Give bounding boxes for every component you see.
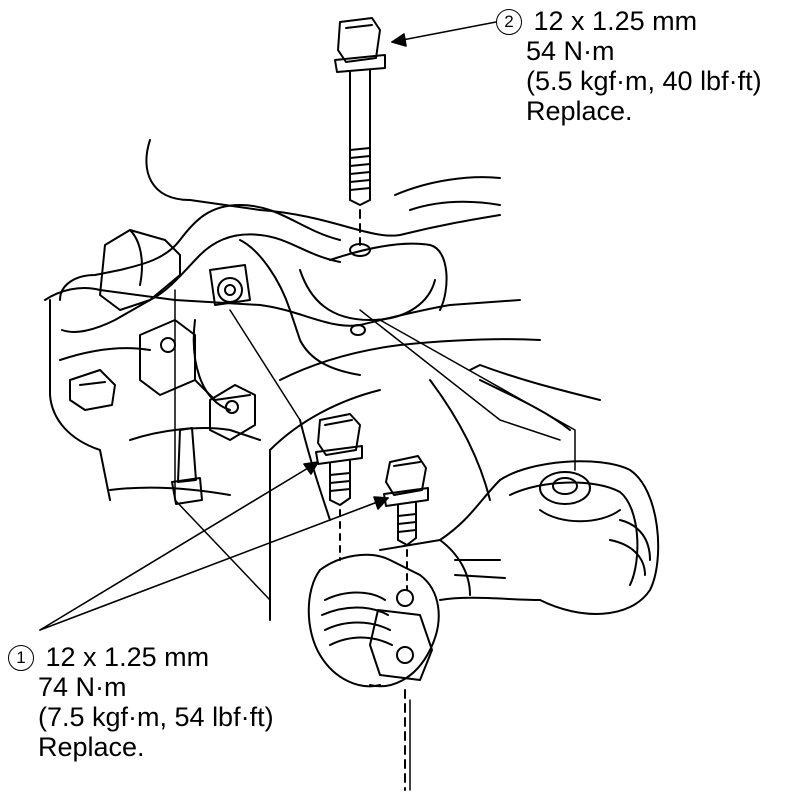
stabilizer-bar [59,204,341,333]
callout-number-2: 2 [496,9,522,35]
bolt-1-torque-alt: (7.5 kgf·m, 54 lbf·ft) [38,702,274,732]
bracket-left [69,319,256,505]
bolt-1-torque-nm: 74 N·m [38,672,127,702]
bolt-1-spec-callout: 1 12 x 1.25 mm 74 N·m (7.5 kgf·m, 54 lbf… [8,642,274,762]
bolt-2-torque-nm: 54 N·m [526,36,615,66]
alignment-lines [174,289,576,791]
subframe [44,139,601,621]
bolt-2-spec-callout: 2 12 x 1.25 mm 54 N·m (5.5 kgf·m, 40 lbf… [496,6,762,126]
rear-mount [307,460,660,791]
bolt-2-note: Replace. [526,96,633,126]
bolt-2-size: 12 x 1.25 mm [533,6,698,36]
bolt-1-size: 12 x 1.25 mm [45,642,210,672]
bolt-1-note: Replace. [38,732,145,762]
bolt-2-torque-alt: (5.5 kgf·m, 40 lbf·ft) [526,66,762,96]
leader-lines [39,21,497,631]
bolt-2 [334,17,386,336]
bolt-1-pair [315,413,429,591]
callout-number-1: 1 [8,645,34,671]
